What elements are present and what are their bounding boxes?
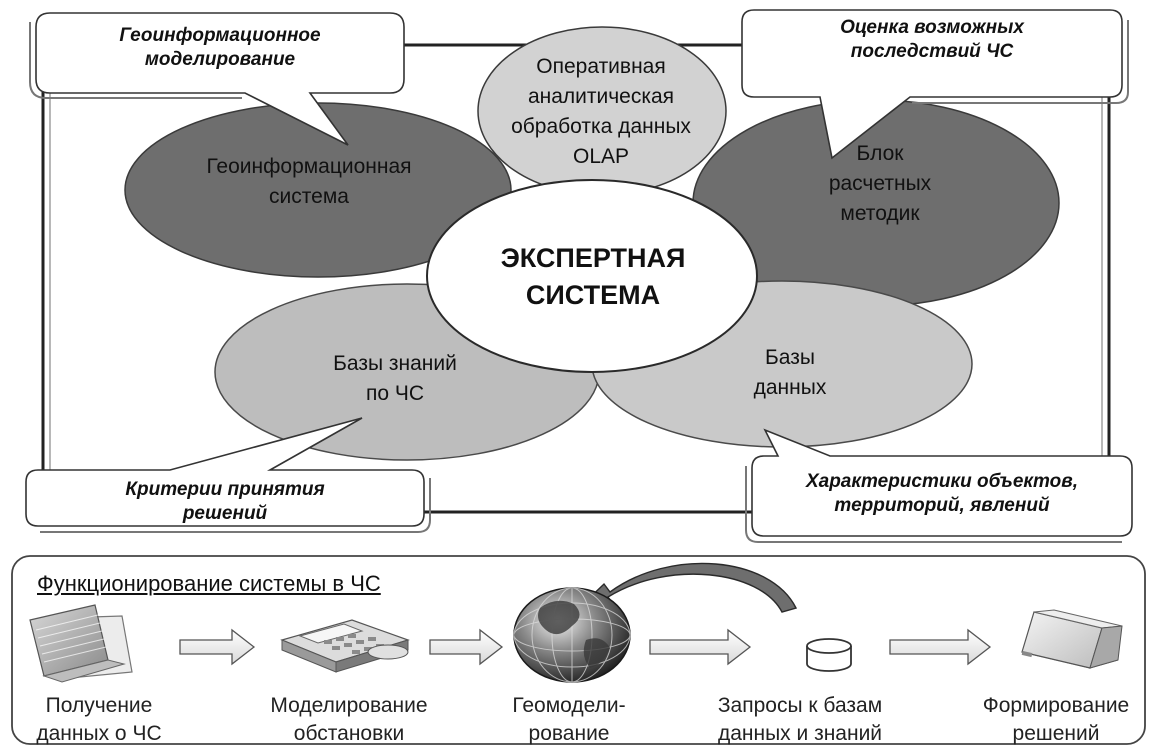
binder-icon [1021,609,1123,669]
center-line1: ЭКСПЕРТНАЯ [500,243,686,273]
step-5-line2: решений [1012,722,1100,745]
step-2-line1: Моделирование [270,694,428,717]
petal-db-line1: Базы [765,346,815,369]
database-icon [806,638,852,672]
petal-olap-label: Оперативная аналитическая обработка данн… [478,52,724,172]
step-3-label: Геомодели- рование [484,692,654,748]
petal-kb-line2: по ЧС [365,382,425,405]
calculator-icon [280,619,410,673]
petal-calc-line1: Блок [856,142,904,165]
petal-olap-line2: аналитическая [527,85,675,108]
flow-arrow-3 [649,628,752,666]
callout-criteria-line2: решений [182,503,268,524]
callout-assessment [741,9,1129,160]
center-label: ЭКСПЕРТНАЯ СИСТЕМА [452,240,734,314]
callout-characteristics-line1: Характеристики объектов, [805,471,1079,492]
center-line2: СИСТЕМА [525,280,661,310]
callout-geo-modeling-label: Геоинформационное моделирование [40,24,400,72]
flow-arrow-1 [179,628,256,666]
step-4-label: Запросы к базам данных и знаний [690,692,910,748]
functioning-title: Функционирование системы в ЧС [37,571,381,596]
step-4-line2: данных и знаний [717,722,883,745]
callout-geo-modeling [29,12,405,146]
callout-characteristics [745,428,1133,543]
callout-criteria-label: Критерии принятия решений [30,478,420,526]
petal-db-label: Базы данных [700,343,880,403]
petal-olap-line1: Оперативная [536,55,666,78]
petal-gis-line1: Геоинформационная [206,155,412,178]
callout-criteria [25,417,431,533]
callout-geo-modeling-line2: моделирование [144,49,296,70]
petal-calc-line3: методик [840,202,920,225]
petal-kb-label: Базы знаний по ЧС [290,349,500,409]
step-1-line2: данных о ЧС [36,722,162,745]
callout-assessment-line1: Оценка возможных [840,17,1024,38]
petal-db-line2: данных [753,376,827,399]
flow-arrow-2 [429,628,504,666]
petal-calc-line2: расчетных [828,172,932,195]
step-2-line2: обстановки [293,722,405,745]
center-ellipse [426,179,758,373]
callout-criteria-line1: Критерии принятия [125,479,325,500]
step-2-label: Моделирование обстановки [244,692,454,748]
petal-calc-label: Блок расчетных методик [780,139,980,229]
step-1-line1: Получение [45,694,153,717]
folder-icon [29,604,133,683]
step-5-label: Формирование решений [962,692,1150,748]
step-3-line1: Геомодели- [512,694,626,717]
globe-icon [513,587,631,683]
callout-assessment-label: Оценка возможных последствий ЧС [746,16,1118,64]
petal-gis-label: Геоинформационная система [148,152,470,212]
callout-geo-modeling-line1: Геоинформационное [119,25,321,46]
petal-gis-line2: система [269,185,349,208]
callout-characteristics-label: Характеристики объектов, территорий, явл… [756,470,1128,518]
step-3-line2: рование [528,722,610,745]
callout-characteristics-line2: территорий, явлений [834,495,1050,516]
petal-olap-line4: OLAP [572,145,630,168]
flow-arrow-4 [889,628,992,666]
step-4-line1: Запросы к базам [717,694,883,717]
petal-olap-line3: обработка данных [511,115,691,138]
step-5-line1: Формирование [982,694,1130,717]
step-1-label: Получение данных о ЧС [14,692,184,748]
petal-kb-line1: Базы знаний [333,352,457,375]
callout-assessment-line2: последствий ЧС [850,41,1014,62]
